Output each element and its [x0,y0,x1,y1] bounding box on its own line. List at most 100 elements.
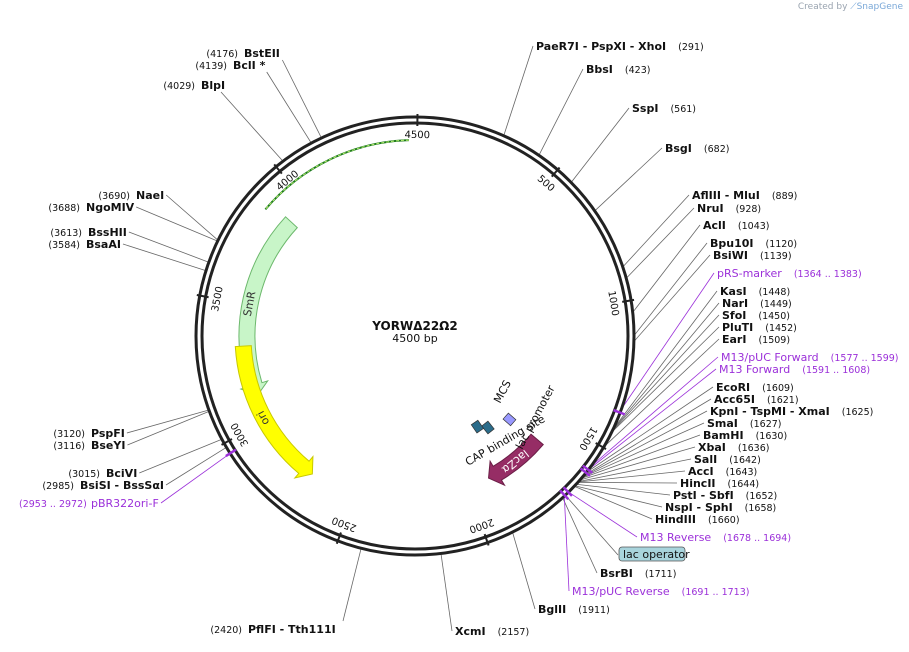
primer-mark [562,486,573,497]
site-position: (1678 .. 1694) [723,533,791,544]
site-name: KpnI - TspMI - XmaI [710,405,830,418]
site-name: M13 Forward [719,363,790,376]
site-name: PaeR7I - PspXI - XhoI [536,40,666,53]
primer-mark [579,467,591,477]
site-name: M13/pUC Forward [721,351,819,364]
site-leader [593,147,663,212]
site-name: XbaI [698,441,726,454]
site-leader [165,446,228,486]
site-leader [578,446,696,481]
site-name: SspI [632,102,658,115]
site-leader [583,386,714,475]
site-leader [573,485,653,520]
feature-arrow-smr [238,216,299,396]
site-leader [631,224,701,314]
site-position: (3120) [53,429,85,440]
site-leader [165,194,220,242]
site-name: Acc65I [714,393,755,406]
site-name: KasI [720,285,747,298]
site-leader [587,356,719,470]
tick-mark [551,166,561,178]
feature-label: ori [254,409,272,428]
site-name: PluTI [722,321,753,334]
site-leader [126,409,210,434]
site-position: (1609) [762,383,794,394]
tick-label: 4500 [404,130,430,141]
site-name: BsrBI [600,567,633,580]
site-leader [127,410,211,446]
site-name: BglII [538,603,566,616]
site-leader [266,71,313,145]
site-name: M13 Reverse [640,531,711,544]
site-name: PspFI [91,427,125,440]
site-position: (3613) [50,228,82,239]
tick-label: 1000 [605,290,620,317]
primer-mark [225,448,237,458]
site-leader [579,422,705,479]
plasmid-name: YORWΔ22Ω2 [371,319,457,333]
site-leader [564,494,619,556]
site-leader-lines [122,45,720,632]
site-position: (3690) [98,191,130,202]
site-position: (1577 .. 1599) [831,353,899,364]
site-position: (1449) [760,299,792,310]
site-leader [632,242,708,338]
site-position: (423) [625,65,651,76]
site-name: NruI [697,202,724,215]
tick-label: 2500 [330,514,358,533]
site-leader [511,531,536,610]
site-name: NarI [722,297,748,310]
site-leader [632,254,711,343]
site-leader [570,107,630,184]
site-leader [625,207,695,280]
site-position: (3116) [53,441,85,452]
site-position: (3688) [48,203,80,214]
site-leader [136,206,219,242]
site-position: (4029) [163,81,195,92]
site-leader [561,496,598,574]
site-leader [574,483,671,496]
site-name: BsiWI [713,249,748,262]
site-name: BseYI [91,439,125,452]
snapgene-logo-icon: ⟋ [850,2,857,12]
tick-mark [595,442,607,451]
site-labels: PaeR7I - PspXI - XhoI(291)BbsI(423)SspI(… [19,40,899,638]
site-position: (1911) [578,605,610,616]
tick-mark [335,532,342,545]
site-position: (1139) [760,251,792,262]
site-leader [618,272,715,413]
site-name: XcmI [455,625,486,638]
site-name: BsaAI [86,238,121,251]
site-position: (1630) [756,431,788,442]
site-leader [585,368,717,473]
site-name: EcoRI [716,381,750,394]
primer-mark [613,409,626,416]
site-leader [122,243,208,272]
plasmid-backbone [194,115,636,557]
site-position: (2953 .. 2972) [19,499,87,510]
site-leader [538,68,584,157]
site-position: (928) [736,204,762,215]
site-position: (1644) [728,479,760,490]
lac-operator-box [618,546,686,562]
site-name: pBR322ori-F [91,497,159,510]
site-position: (682) [704,144,730,155]
site-leader [600,338,720,450]
site-leader [576,458,692,483]
primer-mark [559,489,570,501]
site-name: SmaI [707,417,738,430]
site-name: NgoMIV [86,201,135,214]
site-position: (291) [678,42,704,53]
credit-prefix: Created by [797,2,848,12]
site-position: (1658) [745,503,777,514]
site-name: BstEII [244,47,280,60]
site-position: (1636) [738,443,770,454]
site-position: (1642) [729,455,761,466]
site-position: (2157) [498,627,530,638]
snapgene-credit: Created by ⟋SnapGene [798,2,903,12]
mcs-mark [502,412,517,427]
site-leader [573,485,663,508]
feature-arrow-lacz [488,433,544,487]
inner-feature-marks [470,412,517,435]
site-leader [581,398,712,478]
